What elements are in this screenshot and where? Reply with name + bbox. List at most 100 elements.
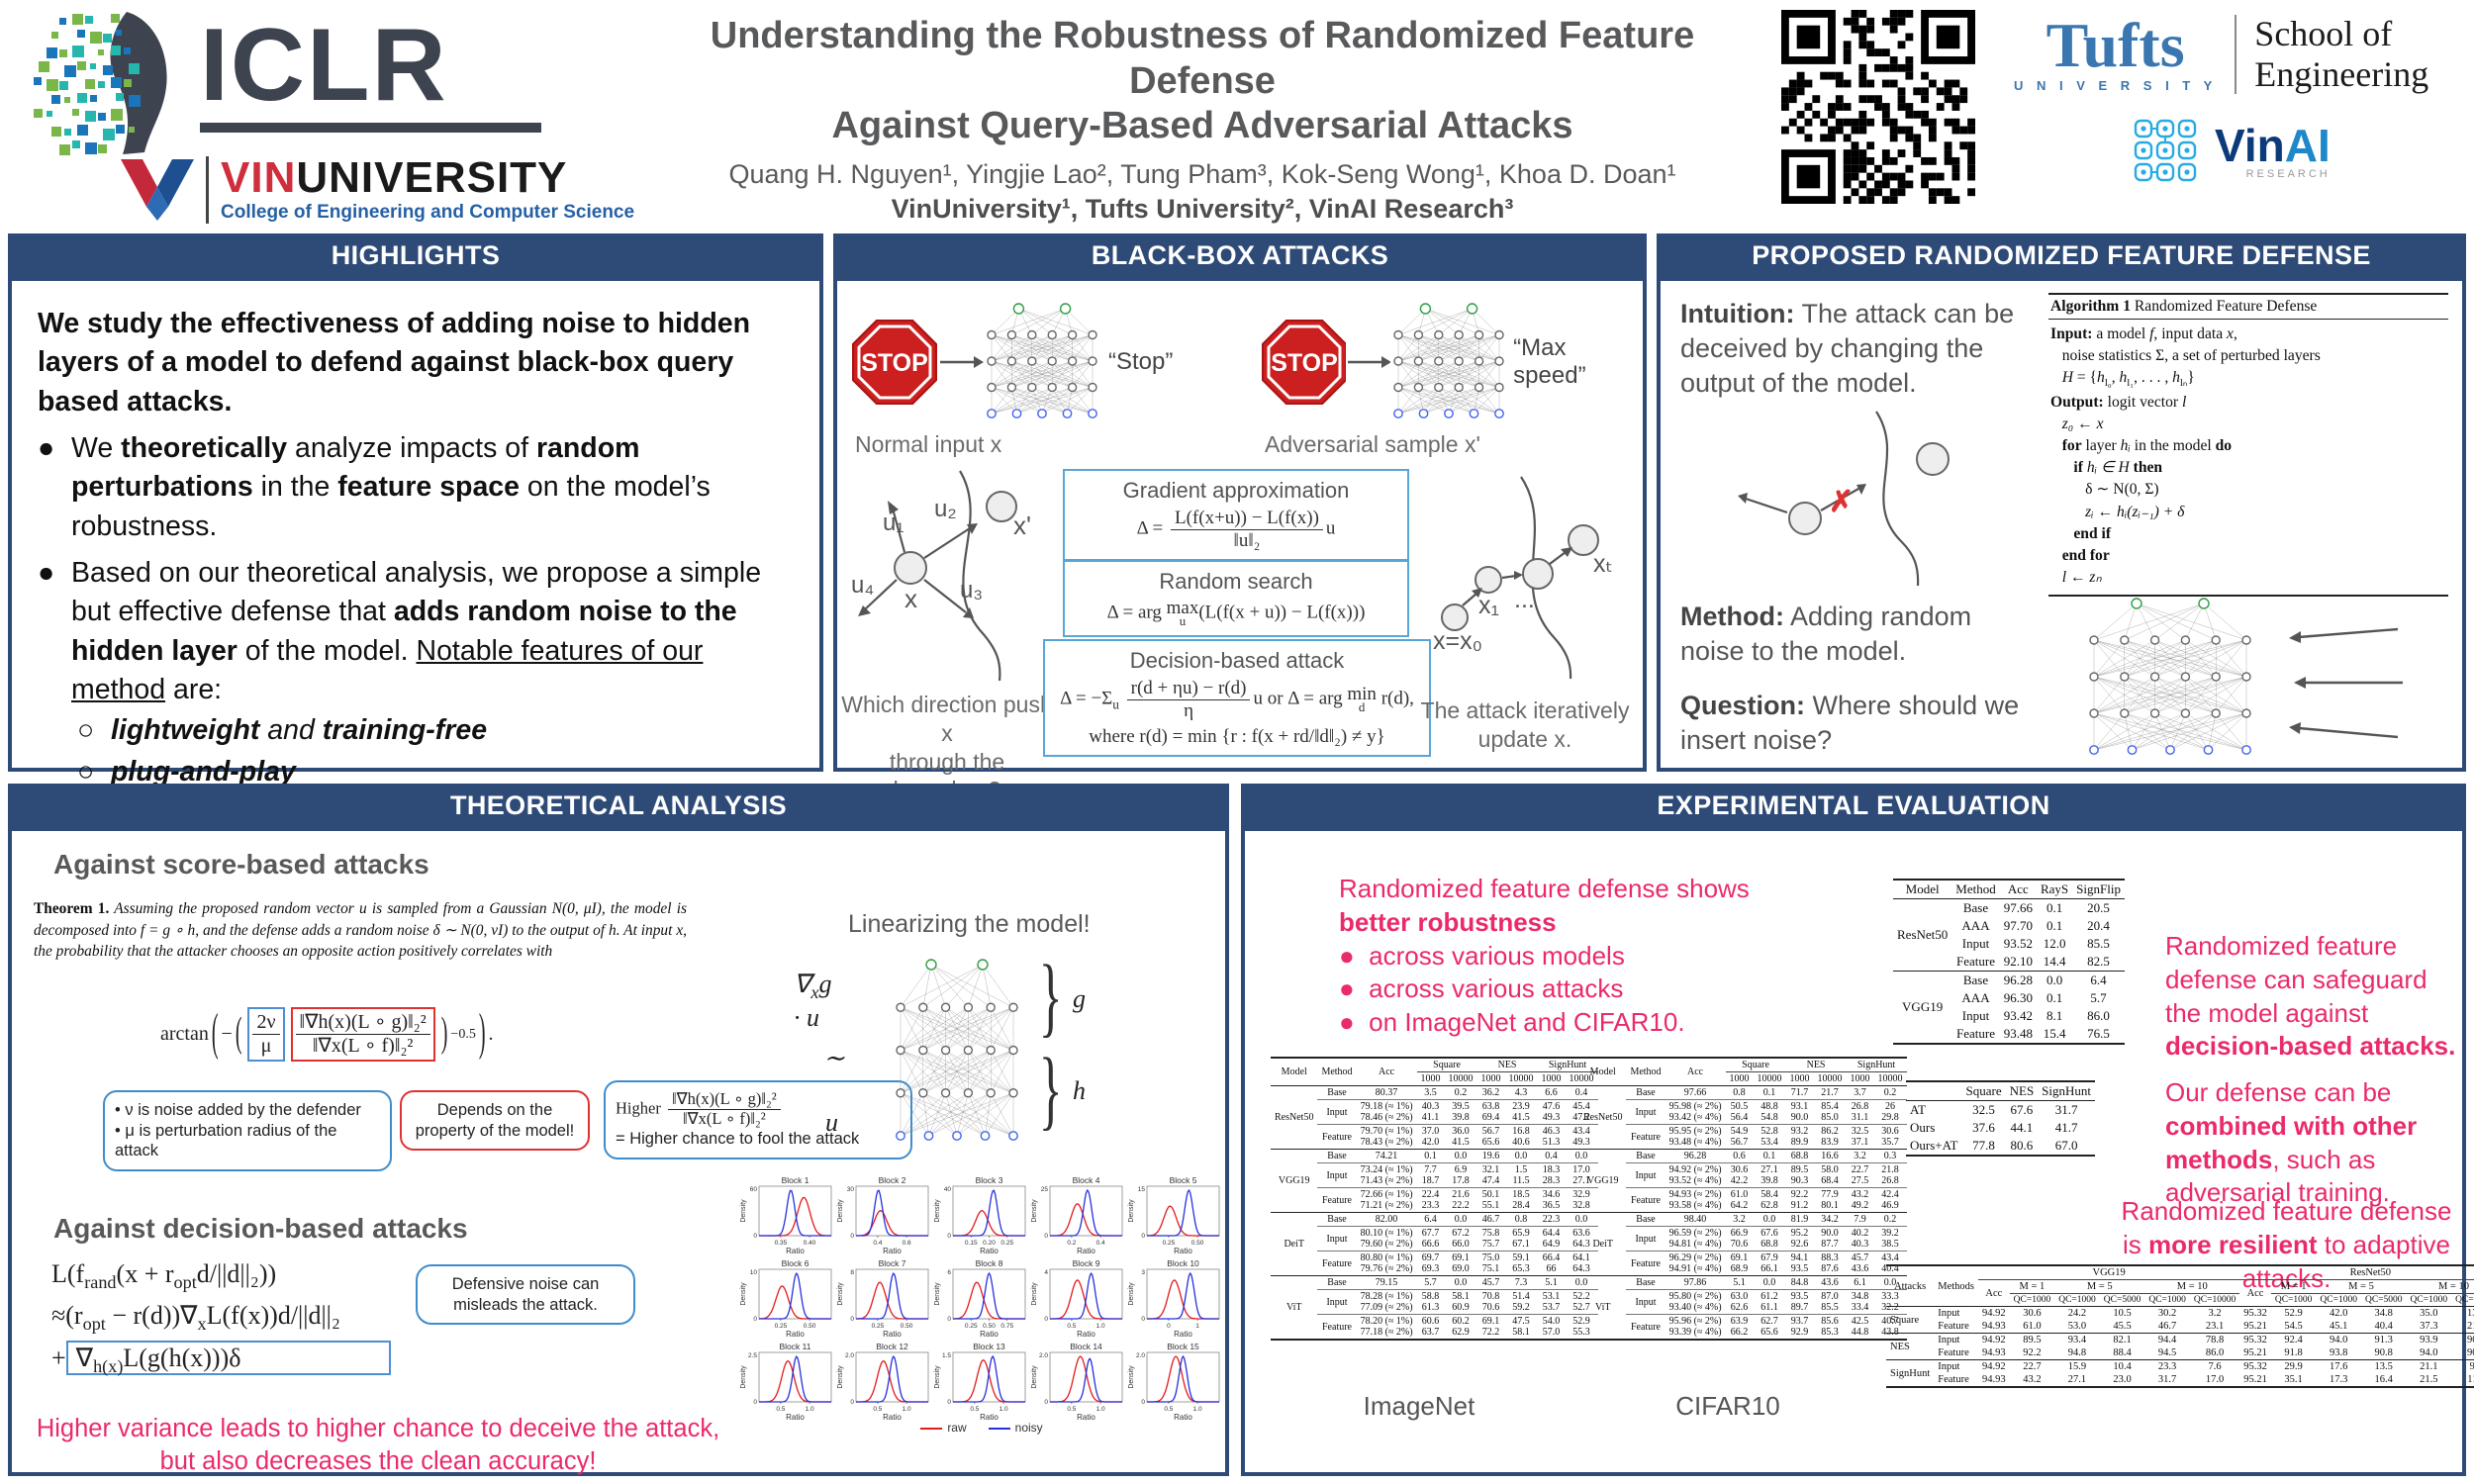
svg-text:Block 13: Block 13 — [973, 1342, 1005, 1351]
svg-text:x': x' — [1013, 510, 1031, 540]
svg-text:Block 9: Block 9 — [1073, 1258, 1100, 1268]
svg-text:0: 0 — [947, 1233, 951, 1240]
iclr-logo-underline — [200, 123, 541, 133]
svg-text:Block 12: Block 12 — [876, 1342, 908, 1351]
linearizing-label: Linearizing the model! — [848, 910, 1091, 938]
svg-text:Block 2: Block 2 — [879, 1175, 906, 1185]
svg-text:Density: Density — [837, 1365, 844, 1389]
decision-based-attack-title: Decision-based attack — [1129, 648, 1345, 673]
method-label: Method: — [1680, 602, 1784, 631]
panel-theory: THEORETICAL ANALYSIS Against score-based… — [8, 784, 1229, 1476]
svg-text:...: ... — [1514, 586, 1535, 613]
svg-text:3: 3 — [1141, 1269, 1145, 1276]
adversarial-example: STOP “Max speed” — [1261, 299, 1643, 425]
svg-text:Density: Density — [1031, 1282, 1038, 1306]
highlights-sub-2: plug-and-play — [111, 755, 296, 788]
svg-text:Block 15: Block 15 — [1167, 1342, 1199, 1351]
neural-network-icon — [987, 303, 1097, 418]
combination-claim: Our defense can be combined with other m… — [2165, 1077, 2418, 1208]
svg-text:Block 1: Block 1 — [782, 1175, 809, 1185]
svg-text:Ratio: Ratio — [786, 1413, 805, 1421]
highlights-sub-1: lightweight and training-free — [111, 714, 488, 747]
svg-text:0.2: 0.2 — [1067, 1240, 1076, 1247]
decision-formula: L(frand(x + roptd/||d||₂)) ≈(ropt − r(d)… — [51, 1254, 392, 1380]
u-symbol: u — [825, 1108, 838, 1137]
svg-text:0.25: 0.25 — [965, 1323, 978, 1330]
svg-text:0.5: 0.5 — [1067, 1406, 1076, 1413]
svg-text:0: 0 — [947, 1399, 951, 1406]
decision-based-attack-box: Decision-based attack Δ = −Σu r(d + ηu) … — [1043, 639, 1431, 757]
svg-text:30: 30 — [847, 1186, 855, 1193]
svg-text:0: 0 — [947, 1316, 951, 1323]
svg-text:Density: Density — [1128, 1282, 1135, 1306]
svg-text:60: 60 — [750, 1186, 758, 1193]
sub-bullet-icon: ○ — [77, 755, 95, 788]
svg-text:0: 0 — [1044, 1399, 1048, 1406]
tufts-logo: Tufts U N I V E R S I T Y School of Engi… — [2014, 14, 2428, 96]
theorem-1: Theorem 1. Assuming the proposed random … — [34, 900, 688, 961]
svg-text:Block 3: Block 3 — [976, 1175, 1003, 1185]
svg-text:Ratio: Ratio — [980, 1247, 999, 1254]
poster-title-line2: Against Query-Based Adversarial Attacks — [831, 105, 1573, 147]
svg-text:x: x — [904, 584, 917, 613]
algorithm-title: Algorithm 1 Randomized Feature Defense — [2048, 293, 2448, 320]
svg-text:1.0: 1.0 — [1193, 1406, 1202, 1413]
svg-text:Ratio: Ratio — [1077, 1413, 1095, 1421]
brace-h-label: h — [1073, 1076, 1086, 1105]
decision-based-attack-formula2: where r(d) = min {r : f(x + rd/‖d‖₂) ≠ y… — [1089, 725, 1385, 747]
prediction-label-adversarial: “Max speed” — [1513, 334, 1586, 389]
neural-network-icon — [2089, 598, 2251, 755]
panel-highlights: HIGHLIGHTS We study the effectiveness of… — [8, 233, 823, 914]
vinai-logo-research: RESEARCH — [2245, 168, 2331, 180]
panel-blackbox-title: BLACK-BOX ATTACKS — [833, 233, 1647, 277]
svg-text:0.15: 0.15 — [965, 1240, 978, 1247]
nu-mu-callout: • ν is noise added by the defender • μ i… — [103, 1090, 392, 1171]
tilde-symbol: ∼ — [823, 1044, 845, 1072]
poster-affiliations: VinUniversity¹, Tufts University², VinAI… — [891, 193, 1514, 224]
svg-text:u₄: u₄ — [851, 572, 874, 599]
svg-text:0: 0 — [753, 1316, 757, 1323]
model-property-callout: Depends on the property of the model! — [400, 1090, 590, 1152]
panel-proposed-title: PROPOSED RANDOMIZED FEATURE DEFENSE — [1657, 233, 2466, 277]
bullet-icon: ● — [38, 556, 55, 589]
svg-text:0: 0 — [1044, 1316, 1048, 1323]
svg-text:Block 14: Block 14 — [1070, 1342, 1102, 1351]
svg-text:Density: Density — [837, 1282, 844, 1306]
title-block: Understanding the Robustness of Randomiz… — [633, 14, 1771, 225]
iclr-logo-text: ICLR — [200, 8, 448, 123]
svg-text:Ratio: Ratio — [1174, 1413, 1192, 1421]
panel-experiments-title: EXPERIMENTAL EVALUATION — [1241, 784, 2466, 827]
svg-text:Ratio: Ratio — [1077, 1330, 1095, 1338]
neural-network-icon — [896, 959, 1018, 1141]
svg-text:Block 11: Block 11 — [780, 1342, 811, 1351]
intuition-diagram: ✗ — [1738, 411, 1950, 587]
svg-text:0: 0 — [850, 1233, 854, 1240]
svg-text:4: 4 — [1044, 1269, 1048, 1276]
decision-defense-claim: Randomized feature defense can safeguard… — [2165, 931, 2456, 1062]
svg-text:0.50: 0.50 — [1191, 1240, 1204, 1247]
svg-text:0.4: 0.4 — [873, 1240, 882, 1247]
iclr-logo: ICLR — [28, 6, 541, 156]
svg-text:Density: Density — [1128, 1365, 1135, 1389]
svg-text:Ratio: Ratio — [786, 1330, 805, 1338]
iterative-attack-caption: The attack iteratively update x. — [1420, 697, 1630, 752]
svg-text:Ratio: Ratio — [883, 1330, 902, 1338]
svg-text:0: 0 — [1167, 1323, 1171, 1330]
svg-text:Ratio: Ratio — [1077, 1247, 1095, 1254]
decision-attacks-heading: Against decision-based attacks — [53, 1213, 468, 1244]
neural-network-icon — [1393, 303, 1505, 418]
svg-text:Density: Density — [1031, 1365, 1038, 1389]
tufts-school-line2: Engineering — [2254, 54, 2429, 95]
svg-text:0: 0 — [850, 1316, 854, 1323]
svg-text:2.5: 2.5 — [748, 1352, 757, 1359]
adversarial-input-caption: Adversarial sample x' — [1265, 431, 1480, 457]
svg-text:1.0: 1.0 — [806, 1406, 814, 1413]
boundary-direction-diagram: u₁ u₂ u₃ u₄ x x' — [851, 470, 1031, 682]
vinai-logo-icon — [2134, 119, 2197, 182]
cifar10-caption: CIFAR10 — [1675, 1391, 1780, 1421]
higher-ratio-callout: Higher ‖∇h(x)(L ∘ g)‖₂²‖∇x(L ∘ f)‖₂² = H… — [604, 1080, 912, 1159]
